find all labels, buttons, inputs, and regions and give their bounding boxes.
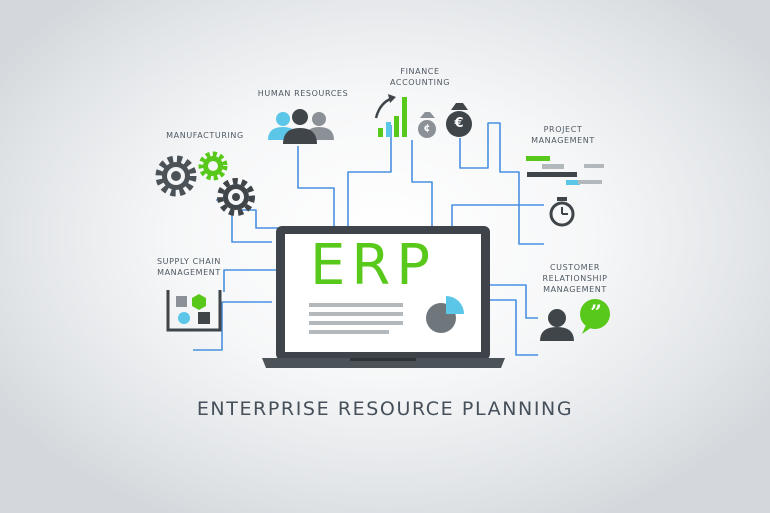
connector-project-2	[451, 204, 544, 228]
currency-cent-glyph: ¢	[423, 123, 431, 134]
label-manufacturing: MANUFACTURING	[166, 131, 244, 140]
label-management: MANAGEMENT	[531, 136, 595, 145]
manufacturing-icon	[155, 151, 255, 216]
finance-icon	[374, 94, 472, 138]
person-icon	[548, 309, 566, 327]
connector-finance-far	[459, 122, 501, 169]
connector-finance-left	[347, 125, 392, 228]
crm-icon	[540, 299, 610, 341]
human-resources-icon	[268, 109, 334, 144]
connector-manufacturing-2	[240, 209, 282, 229]
connector-lines	[193, 122, 544, 356]
gear-icon-green	[198, 151, 228, 181]
screen-title: ERP	[309, 233, 437, 298]
connector-finance-right	[411, 140, 433, 228]
label-finance: FINANCE	[400, 67, 440, 76]
label-human-resources: HUMAN RESOURCES	[257, 89, 349, 98]
label-project: PROJECT	[543, 125, 583, 134]
gear-icon-large	[155, 155, 197, 197]
speech-bubble-icon	[580, 299, 610, 334]
project-management-icon	[526, 156, 604, 227]
laptop-base	[262, 358, 505, 368]
connector-supply-2	[223, 269, 280, 292]
laptop-icon	[262, 226, 505, 368]
supply-chain-icon	[166, 290, 222, 332]
label-accounting: ACCOUNTING	[389, 78, 451, 87]
connector-crm-2	[488, 284, 538, 319]
connector-supply	[193, 301, 272, 351]
label-supply-chain-management: SUPPLY CHAIN MANAGEMENT	[146, 256, 232, 278]
label-supply-chain: SUPPLY CHAIN	[156, 257, 222, 266]
connector-hr	[297, 146, 335, 228]
screen-text-lines	[309, 303, 403, 334]
connector-project	[499, 160, 544, 245]
stopwatch-icon	[549, 197, 575, 227]
screen-pie-icon	[426, 296, 464, 333]
gear-icon-small	[217, 178, 255, 216]
footer-title: ENTERPRISE RESOURCE PLANNING	[196, 398, 574, 420]
label-customer-relationship-management: CUSTOMER RELATIONSHIP MANAGEMENT	[532, 262, 618, 295]
label-customer: CUSTOMER	[549, 263, 601, 272]
label-finance-accounting: FINANCE ACCOUNTING	[385, 66, 455, 88]
label-supply-management: MANAGEMENT	[157, 268, 221, 277]
connector-crm	[488, 299, 538, 356]
label-project-management: PROJECT MANAGEMENT	[520, 124, 606, 146]
label-relationship: RELATIONSHIP	[542, 274, 608, 283]
currency-euro-glyph: €	[454, 116, 464, 131]
quote-glyph: ”	[590, 300, 602, 324]
money-bag-icon	[446, 111, 472, 137]
label-crm-management: MANAGEMENT	[543, 285, 607, 294]
coin-icon	[418, 120, 436, 138]
